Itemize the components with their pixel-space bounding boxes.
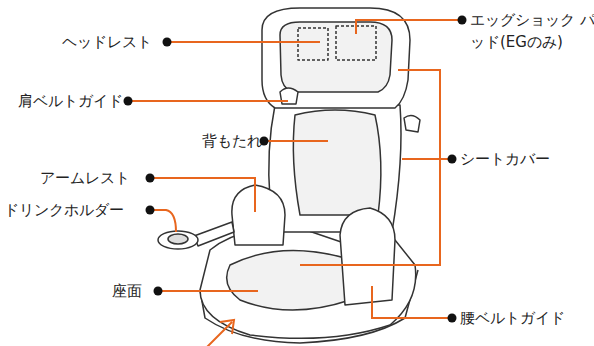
part-label: 腰ベルトガイド — [460, 307, 565, 329]
leader-lines — [128, 20, 462, 346]
left-armrest — [232, 185, 285, 245]
view-arrow — [204, 320, 234, 346]
callout-dot — [163, 38, 172, 47]
callout-dot — [448, 314, 457, 323]
leader-line — [128, 100, 288, 102]
part-label: シートカバー — [460, 148, 550, 170]
seat-cushion — [227, 250, 357, 310]
callout-dot — [458, 16, 467, 25]
leader-line — [158, 290, 258, 292]
callout-dot — [448, 155, 457, 164]
headrest — [262, 8, 410, 108]
part-label: ドリンクホルダー — [4, 199, 124, 221]
leader-line — [300, 70, 452, 265]
callout-dot — [124, 97, 133, 106]
egg-shock-pad — [298, 28, 328, 60]
leader-line — [372, 286, 452, 318]
part-label: ヘッドレスト — [62, 31, 152, 53]
shoulder-belt-guide — [404, 115, 420, 132]
callout-dots — [124, 16, 467, 323]
leader-line — [150, 178, 255, 212]
cup-holder — [158, 231, 198, 249]
part-label: エッグショック パッド(EGのみ) — [470, 9, 594, 53]
cup-holder-arm — [194, 222, 234, 246]
cup-holder-hole — [168, 234, 188, 244]
leader-line — [150, 210, 176, 232]
leader-line — [167, 41, 320, 43]
right-armrest — [340, 208, 395, 305]
part-label: 背もたれ — [202, 130, 262, 152]
leader-line — [356, 20, 462, 34]
part-label: アームレスト — [40, 167, 130, 189]
part-label: 肩ベルトガイド — [18, 90, 123, 112]
headrest-cushion — [280, 22, 392, 92]
seat-drawing — [158, 8, 420, 343]
backrest-cushion — [293, 110, 381, 215]
callout-dot — [146, 206, 155, 215]
callout-dot — [154, 287, 163, 296]
leader-line — [264, 140, 328, 142]
callout-dot — [146, 174, 155, 183]
part-label: 座面 — [112, 280, 142, 302]
